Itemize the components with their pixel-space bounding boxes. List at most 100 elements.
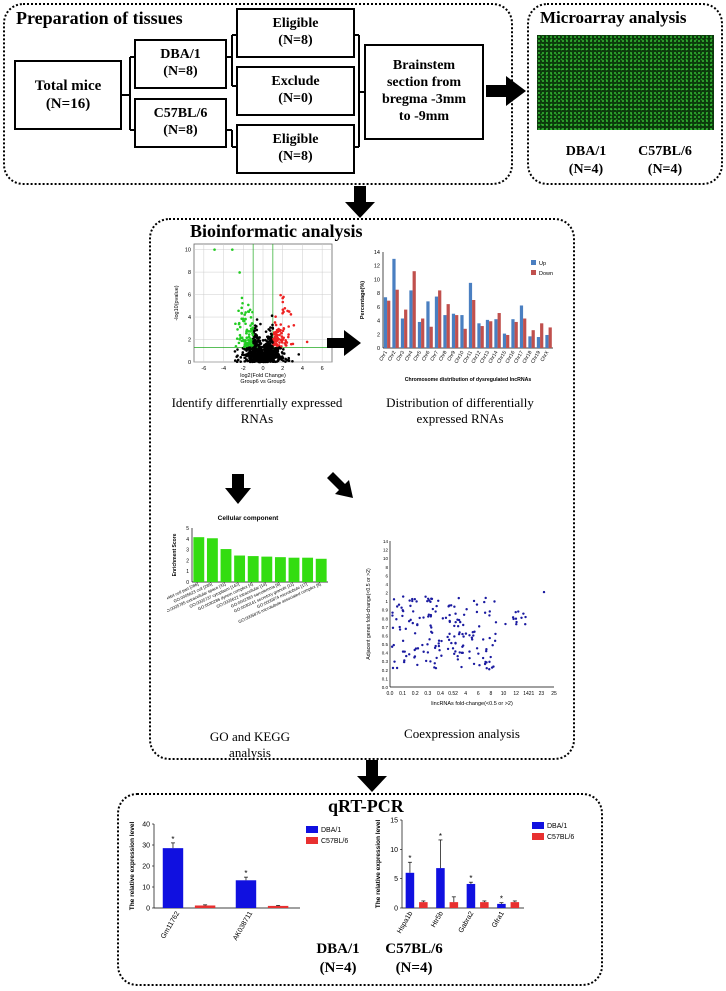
volcano-point: [265, 339, 269, 343]
volcano-point: [252, 360, 255, 363]
qpcr_right-bar: [436, 868, 445, 908]
go-bar: [315, 558, 327, 582]
chromosome-bar: [400, 318, 405, 348]
volcano-point: [279, 293, 282, 297]
coexp-point: [398, 628, 402, 631]
chromosome-bar: [540, 323, 544, 348]
coexp-xtick: 0.0: [387, 691, 394, 697]
coexp-point: [391, 611, 394, 614]
volcano-point: [231, 248, 234, 251]
volcano-point: [251, 322, 254, 325]
volcano-point: [275, 328, 279, 332]
coexp-point: [440, 639, 443, 643]
volcano-point: [259, 353, 263, 356]
coexp-point: [470, 638, 474, 641]
coexp-point: [448, 632, 451, 636]
chromosome-xtick: ChrX: [540, 349, 551, 362]
volcano-point: [279, 347, 282, 350]
coexp-point: [456, 625, 460, 628]
coexp-ytick: 0.9: [382, 608, 389, 613]
coexp-point: [407, 620, 411, 623]
volcano-point: [243, 342, 247, 346]
coexp-ytick: 10: [383, 556, 389, 561]
coexp-xtick: 1421: [523, 691, 534, 697]
volcano-point: [248, 308, 252, 312]
coexp-point: [398, 625, 401, 629]
qpcr_right-legend-swatch: [532, 833, 544, 840]
volcano-point: [289, 342, 293, 346]
volcano-point: [270, 314, 274, 317]
volcano-point: [291, 359, 294, 363]
coexp-point: [457, 596, 460, 600]
coexp-point: [514, 617, 518, 620]
qpcr_left-bar: [235, 880, 257, 908]
volcano-ytick: 10: [185, 248, 191, 254]
coexp-ytick: 0.5: [382, 642, 389, 647]
volcano-point: [238, 325, 242, 329]
chromosome-bar: [531, 330, 535, 348]
coexp-point: [484, 649, 488, 653]
coexp-xtick: 12: [513, 691, 519, 697]
chromosome-bar: [443, 315, 447, 348]
coexp-point: [481, 656, 485, 660]
coexp-point: [468, 656, 471, 660]
coexp-point: [477, 652, 480, 655]
coexp-point: [451, 647, 455, 650]
volcano-point: [282, 359, 285, 362]
volcano-point: [256, 355, 260, 358]
chromosome-xlabel: Chromosome distribution of dysregulated …: [405, 377, 532, 383]
coexp-point: [453, 624, 456, 628]
volcano-point: [233, 350, 237, 353]
coexp-point: [462, 613, 466, 616]
coexp-point: [426, 643, 429, 646]
volcano-point: [271, 340, 274, 344]
volcano-point: [289, 313, 293, 316]
chromosome-ytick: 14: [374, 250, 380, 256]
coexp-point: [489, 655, 492, 659]
coexp-point: [437, 599, 440, 602]
volcano-point: [258, 357, 262, 361]
coexp-point: [472, 599, 476, 603]
coexp-xlabel: lincRNAs fold-change(<0.5 or >2): [431, 701, 513, 707]
volcano-point: [259, 322, 262, 326]
coexp-xtick: 0.2: [412, 691, 419, 697]
coexp-point: [520, 616, 523, 620]
chromosome-xtick: Chr11: [462, 350, 474, 365]
volcano-point: [279, 328, 282, 332]
coexp-point: [390, 645, 394, 648]
volcano-point: [274, 350, 278, 354]
coexp-point: [449, 604, 453, 607]
volcano-point: [249, 339, 253, 343]
coexp-point: [402, 660, 406, 664]
volcano-point: [266, 355, 270, 359]
volcano-point: [245, 344, 249, 347]
coexp-point: [464, 632, 468, 635]
chromosome-bar: [519, 305, 524, 348]
coexp-point: [413, 632, 417, 635]
chromosome-bar: [421, 318, 425, 348]
volcano-point: [280, 331, 283, 335]
coexp-point: [427, 613, 431, 616]
exclude-box: Exclude (N=0): [236, 66, 355, 116]
qpcr_right-bar: [480, 902, 489, 908]
volcano-point: [253, 334, 257, 338]
coexp-point: [515, 620, 518, 624]
chromosome-bar: [446, 304, 450, 348]
coexp-point: [401, 595, 405, 598]
chromosome-bar: [545, 334, 549, 348]
arrow-down-small-icon: [225, 474, 251, 504]
qpcr_left-xtick: AK038711: [232, 910, 254, 941]
coexp-point: [488, 636, 491, 640]
coexp-point: [524, 615, 527, 619]
volcano-point: [258, 339, 262, 343]
qpcr_right-legend-label: C57BL/6: [547, 834, 574, 841]
qpcr_right-bar: [497, 903, 506, 908]
chromosome-ytick: 12: [374, 264, 380, 270]
coexp-xtick: 6: [477, 691, 480, 697]
volcano-point: [264, 350, 267, 354]
bioinformatic-title: Bioinformatic analysis: [190, 221, 363, 241]
volcano-point: [243, 356, 247, 360]
qpcr_right-ytick: 5: [394, 876, 398, 883]
qpcr_right-bar: [510, 902, 520, 908]
coexp-point: [413, 597, 417, 601]
